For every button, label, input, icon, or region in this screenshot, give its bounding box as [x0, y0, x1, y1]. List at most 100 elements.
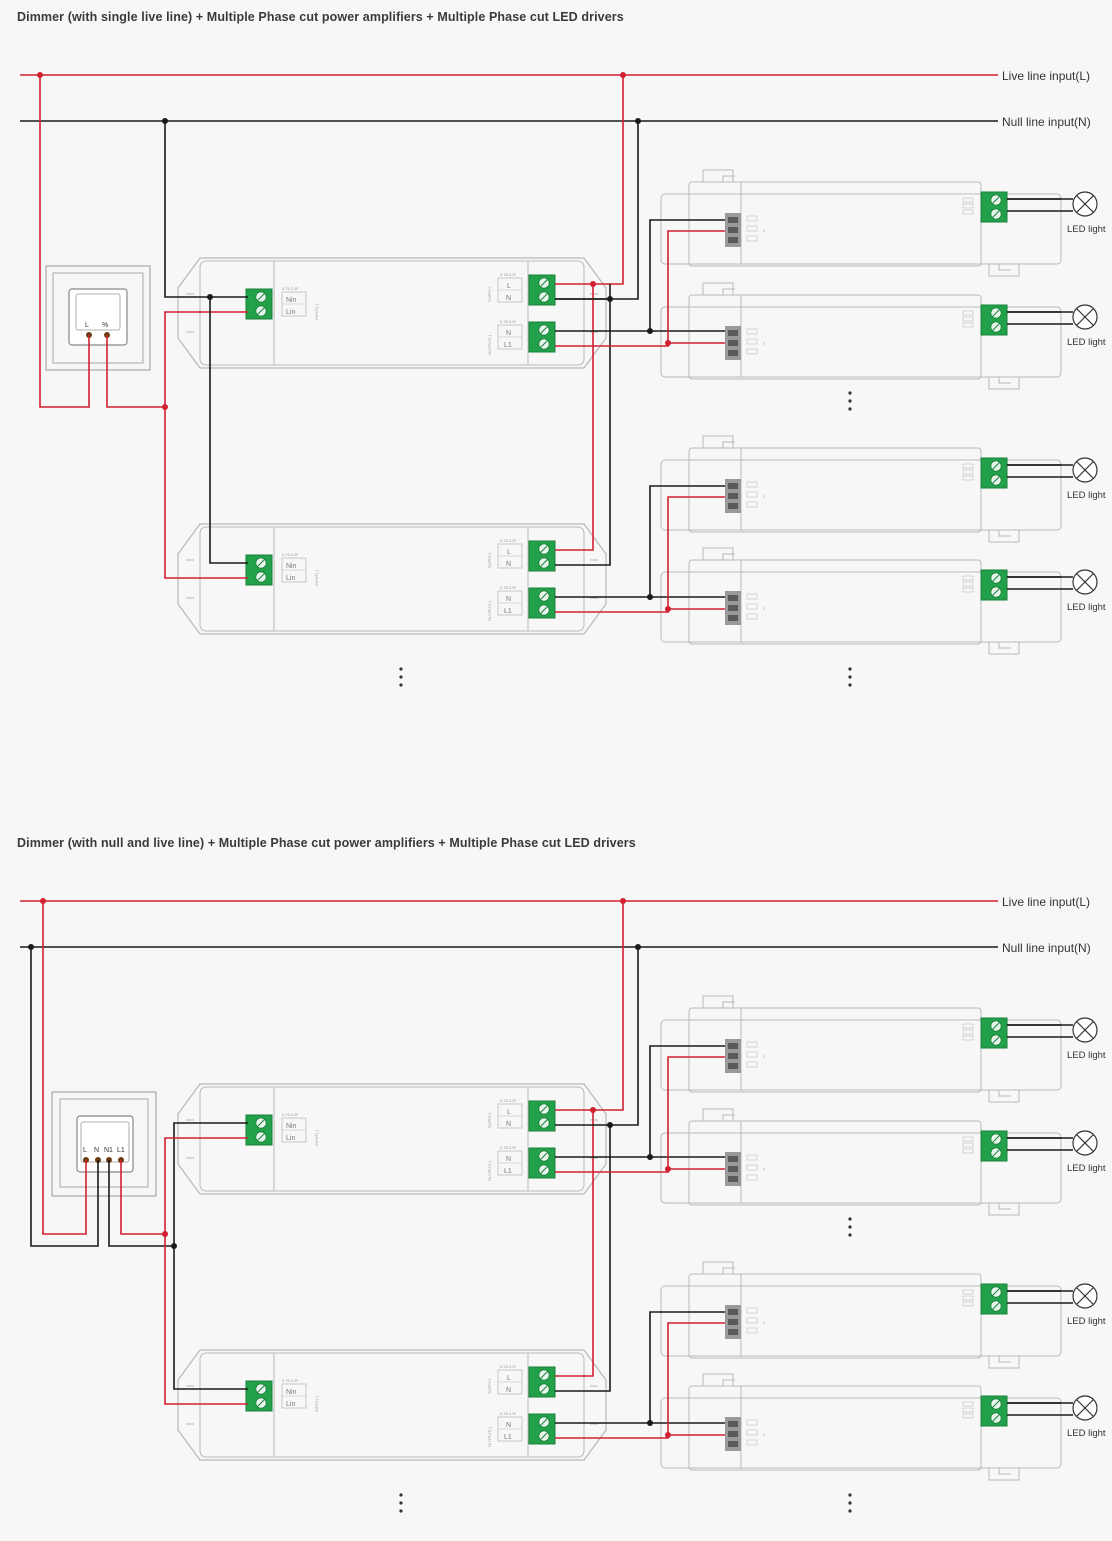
junction-dot [28, 944, 34, 950]
amplifier-body [199, 526, 585, 632]
input-terminal-block [245, 1114, 273, 1146]
junction-dot [590, 281, 596, 287]
input-pin-nin: Nin [286, 1123, 297, 1130]
led-driver-4: ≡LED light [660, 547, 1106, 655]
dimmer-pin-n: N [94, 1147, 99, 1154]
driver-output-terminal [980, 1283, 1008, 1315]
junction-dot [665, 1166, 671, 1172]
wire-supply-n-amp2 [555, 299, 611, 566]
spec-label: 0.75-2.5² [282, 1378, 299, 1383]
screw-slot [992, 1135, 1000, 1143]
driver-mark: ≡ [763, 1320, 766, 1325]
wire-null-to-dimmer [30, 947, 99, 1247]
output-pin-l1: L1 [504, 608, 512, 615]
led-light-label: LED light [1067, 337, 1106, 348]
supply-terminal-block [528, 1100, 556, 1132]
screw-slot [540, 293, 548, 301]
screw-slot [992, 323, 1000, 331]
screw-slot [992, 1414, 1000, 1422]
live-line-label: Live line input(L) [1002, 69, 1090, 83]
wire-out-l1-amp1 [555, 1056, 725, 1173]
junction-dot [647, 328, 653, 334]
junction-dot [40, 898, 46, 904]
wire-out-n-amp2 [555, 485, 725, 598]
output-pin-n: N [506, 1156, 511, 1163]
continuation-dots-drivers [848, 391, 852, 411]
wire-l1-to-amp2 [164, 1234, 248, 1405]
screw-slot [257, 307, 265, 315]
led-light-label: LED light [1067, 224, 1106, 235]
screw-slot [540, 1152, 548, 1160]
wire-l1-to-amp1 [164, 1137, 248, 1234]
led-driver-4: ≡LED light [660, 1373, 1106, 1481]
led-lamp-icon [1072, 1017, 1098, 1043]
supply-pin-l: L [507, 1109, 511, 1116]
led-driver-3: ≡LED light [660, 1261, 1106, 1369]
dimmer-pin-l: L [83, 1147, 87, 1154]
led-lamp-icon [1072, 569, 1098, 595]
input-label: INPUT( ) [314, 304, 319, 320]
output-terminal-block [528, 321, 556, 353]
driver-mark: ≡ [763, 494, 766, 499]
diagram2-title: Dimmer (with null and live line) + Multi… [17, 836, 636, 850]
wire-out-n-amp1 [555, 219, 725, 332]
led-light-label: LED light [1067, 602, 1106, 613]
screw-slot [540, 340, 548, 348]
screw-slot [540, 545, 548, 553]
supply-pin-n: N [506, 561, 511, 568]
led-lamp-icon [1072, 1283, 1098, 1309]
junction-dot [607, 296, 613, 302]
screw-slot [992, 588, 1000, 596]
supply-label: SUPPLY [487, 286, 492, 302]
dimmer-single-live: L% [45, 265, 151, 371]
led-driver-1: ≡LED light [660, 995, 1106, 1103]
dimmer-pin-l: L [85, 322, 89, 329]
screw-slot [257, 293, 265, 301]
driver-clip [702, 282, 735, 295]
output-pin-n: N [506, 330, 511, 337]
driver-clip [988, 264, 1020, 277]
wire-null-to-amp1 [164, 121, 248, 298]
junction-dot [665, 1432, 671, 1438]
driver-output-terminal [980, 1130, 1008, 1162]
driver-input-connector [725, 1305, 741, 1339]
screw-slot [992, 476, 1000, 484]
wire-out-l1-amp2 [555, 496, 725, 613]
screw-slot [540, 326, 548, 334]
screw-slot [540, 592, 548, 600]
led-lamp-icon [1072, 1395, 1098, 1421]
driver-clip [702, 1108, 735, 1121]
wire-dimmer-l1 [120, 1160, 165, 1235]
screw-slot [992, 462, 1000, 470]
wire-supply-n-amp1 [555, 947, 639, 1126]
supply-pin-l: L [507, 549, 511, 556]
screw-slot [540, 1371, 548, 1379]
screw-slot [540, 559, 548, 567]
driver-clip [988, 1203, 1020, 1216]
supply-pin-n: N [506, 1121, 511, 1128]
driver-outline [660, 459, 1062, 531]
driver-mark: ≡ [763, 341, 766, 346]
led-light-label: LED light [1067, 1163, 1106, 1174]
driver-output-terminal [980, 457, 1008, 489]
driver-clip [702, 169, 735, 182]
output-terminal-block [528, 1147, 556, 1179]
mount-notch [186, 1119, 598, 1159]
wire-live-to-dimmer [39, 75, 90, 408]
screw-slot [257, 573, 265, 581]
wiring-diagram-single-live: Live line input(L)Null line input(N)L%Ni… [20, 69, 1106, 687]
supply-pin-n: N [506, 1387, 511, 1394]
wire-out-n-amp1 [555, 1045, 725, 1158]
amplifier-body [199, 260, 585, 366]
driver-clip [988, 1090, 1020, 1103]
driver-mark: ≡ [763, 1432, 766, 1437]
amplifier-outline [177, 257, 607, 369]
led-driver-2: ≡ LED light [660, 282, 1106, 390]
junction-dot [162, 404, 168, 410]
output-pin-l1: L1 [504, 1168, 512, 1175]
driver-output-terminal [980, 1395, 1008, 1427]
driver-clip [702, 995, 735, 1008]
